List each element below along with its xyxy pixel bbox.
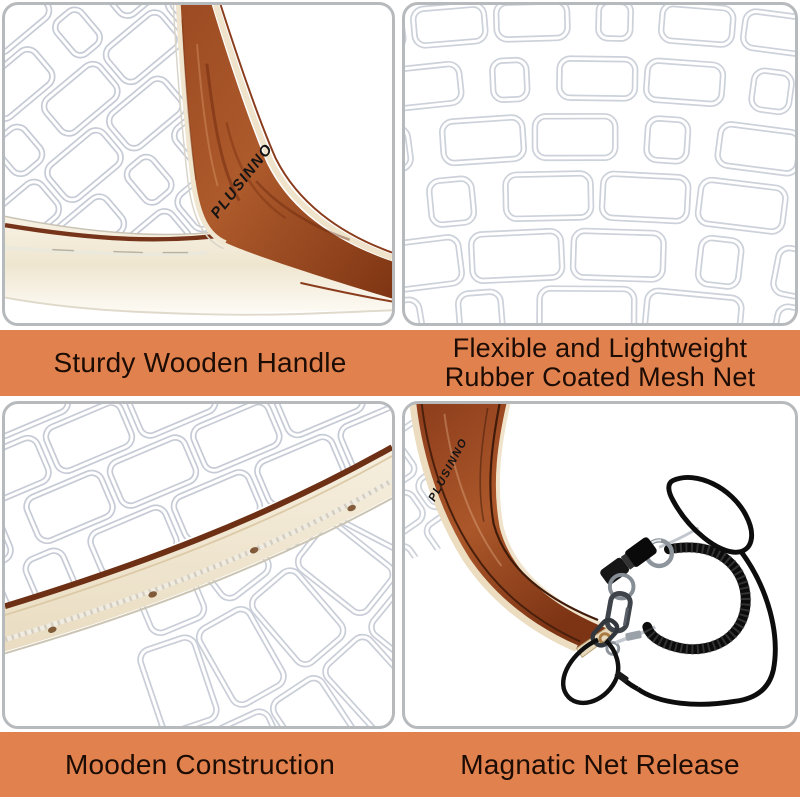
wood-grain <box>479 407 489 522</box>
wooden-handle <box>409 404 621 658</box>
wood-grain <box>205 63 241 202</box>
caption-text: Flexible and Lightweight <box>452 333 748 363</box>
panel-mesh-net-photo <box>402 2 798 326</box>
caption-text: Mooden Construction <box>65 748 335 780</box>
cord-crimp <box>614 670 629 683</box>
mesh-net-illustration <box>405 5 795 323</box>
swivel-ring <box>605 641 621 656</box>
handle-yoke <box>172 5 392 299</box>
lanyard-small-loop <box>560 637 621 706</box>
lanyard-hand-loop <box>666 475 755 555</box>
net-release-hardware <box>560 475 778 707</box>
caption-text: Sturdy Wooden Handle <box>53 347 347 378</box>
caption-wooden-construction: Mooden Construction <box>0 732 400 797</box>
coiled-lanyard <box>642 542 751 655</box>
lanyard-cord <box>560 475 778 707</box>
cable-crimp <box>625 630 642 641</box>
caption-text: Magnatic Net Release <box>460 748 740 780</box>
caption-band-top: Sturdy Wooden Handle Flexible and Lightw… <box>0 330 800 396</box>
magnet-clasp <box>600 537 657 585</box>
caption-sturdy-wooden-handle: Sturdy Wooden Handle <box>0 330 400 396</box>
wooden-rim <box>5 444 392 655</box>
wooden-handle-illustration: PLUSINNO <box>5 5 392 316</box>
wooden-hoop <box>5 215 392 316</box>
rim-lacing-holes <box>47 504 356 633</box>
panel-sturdy-wooden-handle-photo: PLUSINNO <box>2 2 395 326</box>
caption-magnetic-net-release: Magnatic Net Release <box>400 732 800 797</box>
metal-ring <box>607 572 636 601</box>
caption-band-bottom: Mooden Construction Magnatic Net Release <box>0 732 800 797</box>
rim-lacing-cord <box>5 478 392 642</box>
mesh-netting <box>405 5 795 323</box>
caption-text: Rubber Coated Mesh Net <box>444 362 756 392</box>
net-release-illustration: PLUSINNO <box>405 404 778 707</box>
wooden-rim-illustration <box>5 404 392 726</box>
panel-wooden-construction-photo <box>2 401 395 729</box>
caption-flexible-mesh: Flexible and Lightweight Rubber Coated M… <box>400 330 800 396</box>
panel-net-release-photo: PLUSINNO <box>402 401 798 729</box>
hoop-lacing-cord <box>5 245 207 256</box>
